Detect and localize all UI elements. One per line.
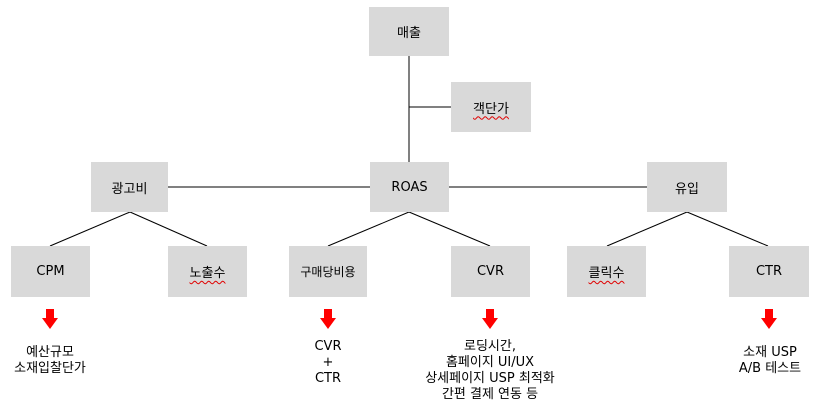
note-line: + [322,355,334,370]
node-clicks: 클릭수 [567,246,646,297]
note-line: 로딩시간, [464,339,516,354]
note-line: 소재입찰단가 [14,361,86,376]
link-adcost-impressions [129,211,208,247]
note-line: A/B 테스트 [738,361,802,376]
node-aov: 객단가 [451,82,531,132]
note-line: CTR [314,371,342,386]
note-line: 홈페이지 UI/UX [445,355,535,370]
link-traffic-ctr [686,211,769,247]
node-revenue: 매출 [369,7,449,56]
node-cpm-label: CPM [36,264,65,279]
node-cpm: CPM [11,246,90,297]
node-ad-cost: 광고비 [91,162,168,212]
note-line: 소재 USP [743,345,797,360]
down-arrow-icon [42,309,58,329]
node-revenue-label: 매출 [397,26,421,41]
node-impressions-label: 노출수 [189,266,226,281]
node-impressions: 노출수 [168,246,247,297]
node-ctr-label: CTR [755,264,783,279]
note-line: 예산규모 [26,345,74,360]
down-arrow-icon [320,309,336,329]
node-traffic-label: 유입 [675,181,699,197]
node-cost-per-purchase-label: 구매당비용 [300,265,356,279]
node-traffic: 유입 [647,162,727,212]
link-adcost-cpm [49,211,131,247]
node-ad-cost-label: 광고비 [111,181,148,197]
node-cvr: CVR [451,246,530,297]
link-traffic-clicks [606,211,688,247]
note-cpm: 예산규모 소재입찰단가 [0,345,100,377]
note-line: 간편 결제 연동 등 [441,387,539,402]
down-arrow-icon [482,309,498,329]
note-line: CVR [314,339,342,354]
note-cost-per-purchase: CVR + CTR [288,339,368,387]
link-roas-costperpurchase [327,211,410,247]
note-line: 상세페이지 USP 최적화 [425,371,555,386]
node-clicks-label: 클릭수 [588,266,625,281]
link-roas-cvr [408,211,491,247]
node-cvr-label: CVR [476,264,504,279]
note-ctr: 소재 USP A/B 테스트 [720,345,820,377]
note-cvr: 로딩시간, 홈페이지 UI/UX 상세페이지 USP 최적화 간편 결제 연동 … [400,339,580,403]
node-ctr: CTR [729,246,809,297]
node-roas: ROAS [370,162,449,212]
node-roas-label: ROAS [391,179,428,195]
node-cost-per-purchase: 구매당비용 [289,246,367,297]
down-arrow-icon [761,309,777,329]
node-aov-label: 객단가 [473,101,509,117]
